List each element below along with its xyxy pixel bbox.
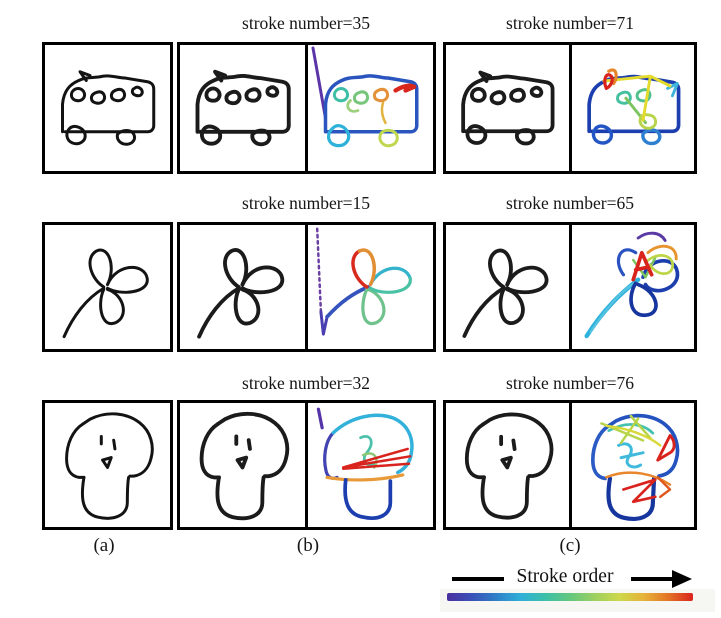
header-row2-b: stroke number=15 bbox=[242, 193, 370, 213]
flower-sketch bbox=[197, 248, 285, 339]
flower-stroke-order-c bbox=[568, 225, 694, 349]
column-label-a: (a) bbox=[93, 535, 115, 556]
dog-sketch-original bbox=[45, 403, 170, 527]
column-label-b: (b) bbox=[296, 535, 320, 556]
stroke-order-label: Stroke order bbox=[516, 566, 614, 587]
dog-sketch bbox=[65, 412, 154, 520]
panel-dog-c bbox=[443, 400, 697, 530]
dog-sketch bbox=[464, 412, 554, 520]
panel-dog-b bbox=[177, 400, 436, 530]
dog-stroke-order-sketch bbox=[590, 413, 679, 521]
bus-sketch bbox=[461, 70, 555, 146]
panel-bus-b bbox=[177, 42, 436, 174]
flower-sketch bbox=[462, 248, 549, 338]
stroke-order-arrow-icon bbox=[672, 570, 692, 588]
panel-flower-c bbox=[443, 222, 697, 352]
flower-stroke-order-sketch bbox=[583, 231, 679, 339]
stroke-order-arrow-shaft bbox=[631, 577, 677, 581]
bus-sketch-redrawn-c bbox=[446, 45, 569, 171]
panel-flower-a bbox=[42, 222, 173, 352]
dog-stroke-order-c bbox=[568, 403, 694, 527]
bus-sketch-redrawn-b bbox=[180, 45, 305, 171]
bus-stroke-order-c bbox=[568, 45, 694, 171]
bus-stroke-order-sketch bbox=[311, 46, 419, 148]
stroke-order-line bbox=[452, 577, 504, 581]
header-row3-b: stroke number=32 bbox=[242, 373, 370, 393]
flower-sketch-redrawn-b bbox=[180, 225, 305, 349]
panel-dog-a bbox=[42, 400, 173, 530]
header-row2-c: stroke number=65 bbox=[506, 193, 634, 213]
header-row1-b: stroke number=35 bbox=[242, 13, 370, 33]
bus-sketch bbox=[61, 70, 156, 146]
bus-stroke-order-sketch bbox=[586, 68, 680, 146]
dog-sketch-redrawn-b bbox=[180, 403, 305, 527]
panel-flower-b bbox=[177, 222, 436, 352]
flower-sketch-original bbox=[45, 225, 170, 349]
bus-sketch bbox=[195, 69, 291, 147]
bus-stroke-order-b bbox=[305, 45, 433, 171]
header-row3-c: stroke number=76 bbox=[506, 373, 634, 393]
flower-sketch bbox=[62, 248, 149, 339]
column-label-c: (c) bbox=[559, 535, 581, 556]
dog-sketch-redrawn-c bbox=[446, 403, 569, 527]
panel-bus-c bbox=[443, 42, 697, 174]
stroke-order-colorbar bbox=[447, 593, 693, 601]
flower-stroke-order-b bbox=[305, 225, 433, 349]
flower-sketch-redrawn-c bbox=[446, 225, 569, 349]
panel-bus-a bbox=[42, 42, 173, 174]
header-row1-c: stroke number=71 bbox=[506, 13, 634, 33]
flower-stroke-order-sketch bbox=[315, 227, 412, 336]
dog-sketch bbox=[199, 411, 290, 521]
dog-stroke-order-sketch bbox=[316, 407, 414, 520]
dog-stroke-order-b bbox=[305, 403, 433, 527]
bus-sketch-original bbox=[45, 45, 170, 171]
